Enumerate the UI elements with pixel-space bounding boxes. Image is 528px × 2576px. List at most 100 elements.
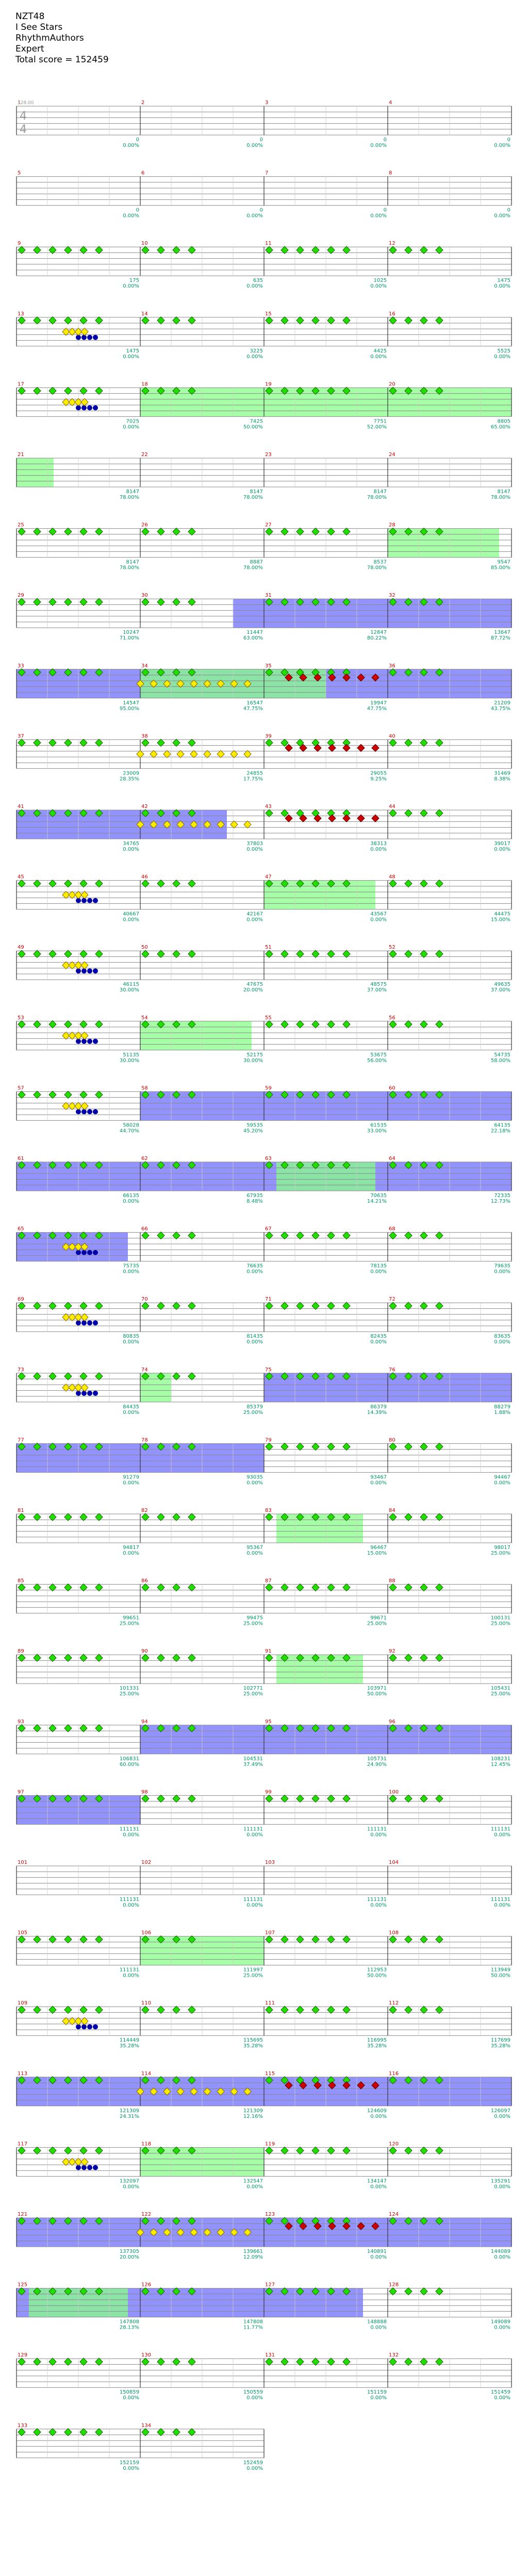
green-note [18, 1161, 26, 1169]
green-note [188, 668, 196, 677]
green-note [280, 316, 289, 325]
green-note [64, 246, 72, 254]
green-note [389, 1724, 397, 1732]
measure-number: 73 [18, 1367, 24, 1373]
yellow-note [150, 750, 158, 759]
blue-note [81, 1109, 87, 1115]
green-note [404, 1513, 412, 1521]
blue-note [81, 2024, 87, 2030]
green-note [327, 316, 335, 325]
measure-number: 87 [265, 1578, 272, 1584]
measure-number: 62 [141, 1156, 148, 1161]
red-note [342, 2081, 351, 2090]
green-note [420, 1583, 428, 1592]
measure-number: 23 [265, 452, 272, 458]
star-power-region [276, 1655, 363, 1684]
green-note [435, 2287, 443, 2296]
green-note [435, 1724, 443, 1732]
measure-score: 101331 [120, 1686, 139, 1691]
measure-score: 1025 [374, 278, 387, 283]
green-note [95, 879, 103, 888]
measure-score: 8147 [250, 489, 263, 495]
measure-score: 88279 [494, 1404, 510, 1410]
green-note [157, 2076, 165, 2084]
green-note [33, 879, 41, 888]
green-note [296, 1724, 304, 1732]
measure-score: 111131 [120, 1967, 139, 1973]
measure-percent: 0.00% [370, 1902, 387, 1908]
green-note [18, 668, 26, 677]
green-note [157, 527, 165, 536]
green-note [48, 1161, 57, 1169]
green-note [311, 1654, 320, 1662]
measure-score: 111997 [243, 1967, 263, 1973]
green-note [79, 1654, 88, 1662]
green-note [435, 2358, 443, 2366]
green-note [48, 2287, 57, 2296]
measure-number: 133 [18, 2423, 27, 2429]
measure-score: 100131 [491, 1615, 510, 1621]
measure-percent: 24.90% [367, 1762, 387, 1767]
measure-number: 42 [141, 804, 148, 810]
measure-number: 92 [389, 1648, 395, 1654]
measure-percent: 65.00% [491, 424, 510, 430]
measure-score: 70635 [370, 1193, 387, 1199]
green-note [95, 1090, 103, 1099]
measure-percent: 52.00% [367, 424, 387, 430]
yellow-note [203, 2228, 211, 2236]
blue-note [76, 1320, 81, 1326]
measure-number: 54 [141, 1015, 148, 1021]
green-note [327, 809, 335, 817]
green-note [64, 2358, 72, 2366]
measure-number: 93 [18, 1719, 24, 1725]
measure-number: 131 [265, 2352, 275, 2358]
measure-score: 99651 [123, 1615, 139, 1621]
blue-note [81, 1250, 87, 1255]
green-note [48, 950, 57, 958]
green-note [157, 386, 165, 395]
measure-score: 151159 [367, 2389, 387, 2395]
measure-number: 130 [141, 2352, 151, 2358]
green-note [420, 950, 428, 958]
green-note [33, 1442, 41, 1451]
green-note [327, 1020, 335, 1029]
measure-percent: 12.73% [491, 1199, 510, 1204]
measure-score: 147808 [120, 2319, 139, 2325]
green-note [420, 1020, 428, 1029]
green-note [64, 879, 72, 888]
green-note [18, 1442, 26, 1451]
green-note [265, 527, 273, 536]
green-note [48, 879, 57, 888]
measure-percent: 0.00% [246, 1480, 263, 1486]
green-note [18, 950, 26, 958]
green-note [280, 598, 289, 606]
yellow-note [74, 1242, 82, 1251]
green-note [420, 1302, 428, 1310]
yellow-note [176, 2087, 185, 2096]
blue-note [87, 1109, 92, 1115]
measure-score: 61535 [370, 1122, 387, 1128]
measure-percent: 0.00% [370, 283, 387, 289]
measure-percent: 0.00% [123, 1902, 139, 1908]
green-note [48, 2076, 57, 2084]
measure-number: 25 [18, 523, 24, 528]
green-note [389, 1654, 397, 1662]
measure-number: 27 [265, 523, 272, 528]
blue-note [81, 1320, 87, 1326]
measure-percent: 78.00% [243, 495, 263, 500]
green-note [157, 1513, 165, 1521]
green-note [296, 1442, 304, 1451]
yellow-note [163, 680, 171, 688]
green-note [95, 1794, 103, 1803]
red-note [342, 744, 351, 752]
green-note [188, 1935, 196, 1944]
measure-percent: 0.00% [370, 917, 387, 923]
measure-number: 124 [389, 2212, 399, 2217]
green-note [296, 950, 304, 958]
green-note [48, 738, 57, 747]
measure-number: 95 [265, 1719, 272, 1725]
green-note [33, 2358, 41, 2366]
green-note [64, 1794, 72, 1803]
measure-score: 140891 [367, 2249, 387, 2254]
measure-number: 61 [18, 1156, 24, 1161]
